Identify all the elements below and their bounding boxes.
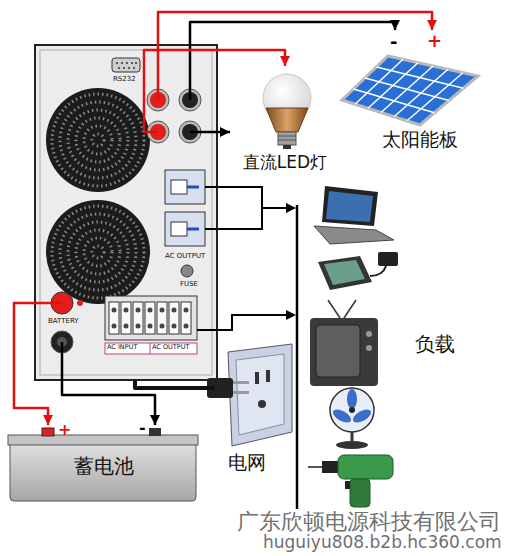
wire-line (158, 12, 432, 100)
solar-panel: 太阳能板 (338, 30, 482, 153)
inverter: RS232 AC OUTPUT FUSE BATTERY AC INPUT AC OUTP… (35, 45, 217, 380)
node-label: 太阳能板 (382, 129, 458, 151)
node-label: AC INPUT (107, 344, 137, 351)
node-label: RS232 (113, 75, 136, 83)
led-lamp: 直流LED灯 (230, 66, 340, 176)
arrowhead (220, 127, 230, 137)
wire-line (62, 342, 155, 425)
node-label: 电网 (228, 452, 266, 474)
node-label: 蓄电池 (74, 455, 134, 478)
terminal-sign: - (390, 32, 397, 53)
terminal-sign: + (427, 31, 442, 52)
terminal-sign: + (58, 421, 71, 439)
group-label: 负载 (415, 333, 455, 356)
node-label: FUSE (180, 280, 198, 288)
arrowhead (390, 20, 400, 30)
wire-connector (158, 12, 437, 100)
arrowhead (150, 415, 160, 425)
node-label: AC OUTPUT (165, 252, 205, 260)
wire-connector (190, 127, 230, 137)
arrowhead (427, 20, 437, 30)
node-label: BATTERY (48, 317, 79, 325)
wire-connector (144, 50, 290, 132)
wire-connector (190, 20, 400, 100)
wire-line (144, 50, 285, 132)
arrowhead (280, 56, 290, 66)
wire-line (135, 380, 215, 388)
battery: 蓄电池 (8, 425, 200, 505)
grid-socket: 电网 (215, 338, 305, 480)
watermark: huguiyu808.b2b.hc360.com (262, 533, 503, 553)
node-label: 直流LED灯 (243, 153, 327, 173)
wire-line (190, 22, 395, 100)
arrowhead (43, 415, 53, 425)
wire-connector (62, 342, 160, 425)
node-label: AC OUTPUT (152, 344, 189, 351)
wire-connector (135, 380, 215, 388)
terminal-sign: - (139, 419, 146, 437)
watermark: 广东欣顿电源科技有限公司 (236, 509, 502, 534)
